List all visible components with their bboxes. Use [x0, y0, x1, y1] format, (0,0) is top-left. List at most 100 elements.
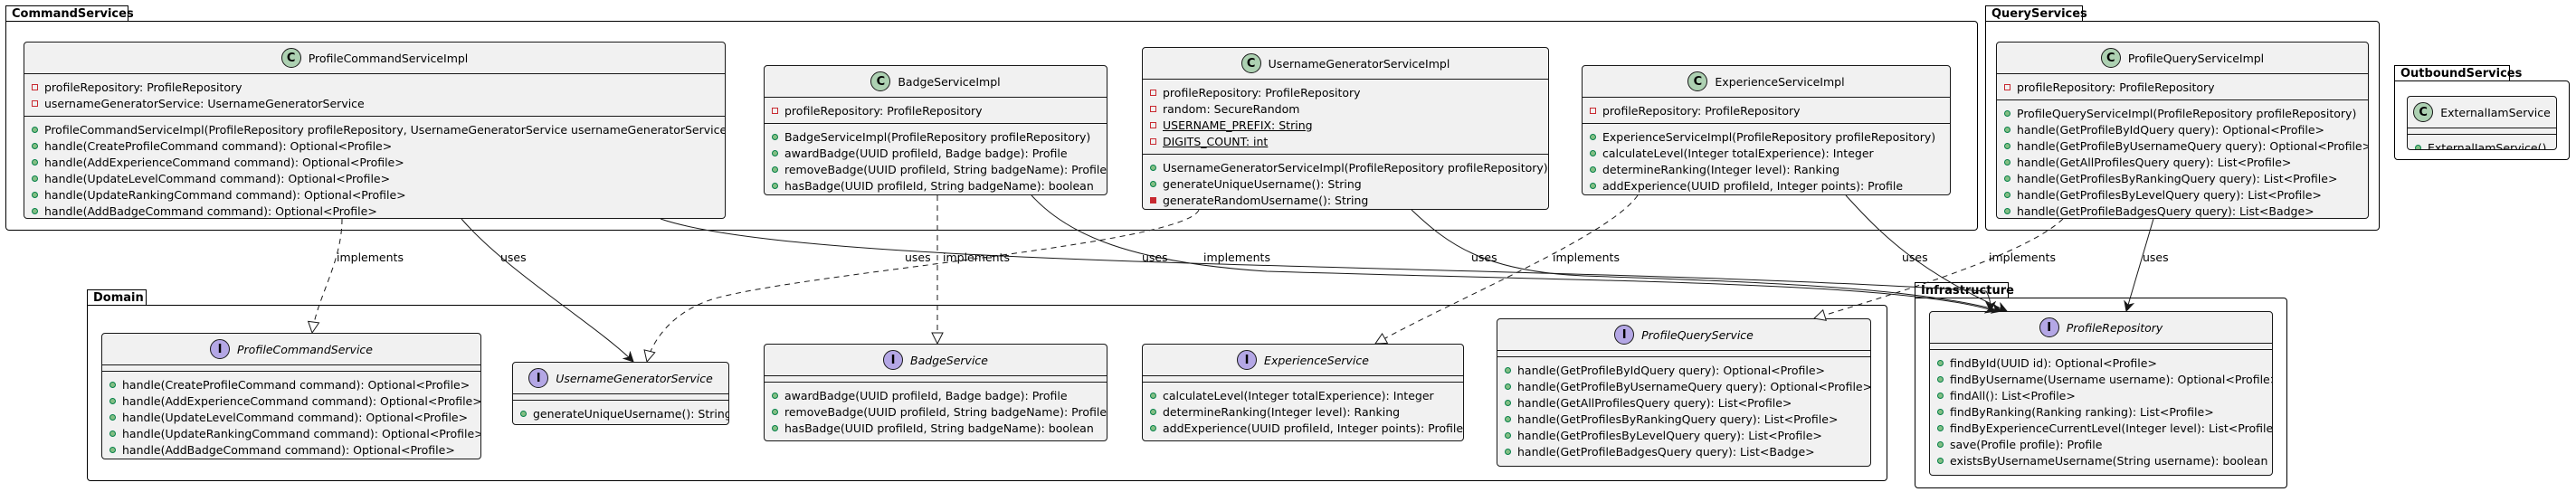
public-method-icon: [109, 430, 116, 437]
method: removeBadge(UUID profileId, String badge…: [784, 162, 1107, 176]
class-icon: C: [1240, 53, 1261, 73]
uses-label: uses: [905, 251, 931, 264]
public-method-icon: [772, 424, 778, 431]
public-method-icon: [32, 158, 38, 166]
public-method-icon: [2004, 109, 2010, 117]
method: existsByUsernameUsername(String username…: [1950, 453, 2268, 468]
public-method-icon: [1505, 383, 1511, 390]
uses-label: uses: [1142, 251, 1168, 264]
class-username-generator-service-impl[interactable]: C UsernameGeneratorServiceImpl profileRep…: [1142, 47, 1549, 210]
class-icon: C: [2100, 48, 2121, 68]
method: handle(UpdateLevelCommand command): Opti…: [122, 410, 469, 424]
uses-edge-experience-to-repo: [1845, 194, 2007, 311]
public-method-icon: [1590, 166, 1596, 173]
method: findById(UUID id): Optional<Profile>: [1950, 355, 2157, 370]
public-method-icon: [1150, 408, 1156, 415]
interface-icon: I: [883, 350, 903, 370]
interface-name: ProfileQueryService: [1641, 327, 1754, 342]
method: calculateLevel(Integer totalExperience):…: [1602, 146, 1874, 160]
field: profileRepository: ProfileRepository: [784, 103, 983, 118]
method: handle(GetProfileBadgesQuery query): Lis…: [1517, 444, 1815, 459]
public-method-icon: [1150, 424, 1156, 431]
method: generateUniqueUsername(): String: [533, 406, 729, 421]
class-badge-service-impl[interactable]: C BadgeServiceImpl profileRepository: Pro…: [764, 65, 1107, 195]
uses-label: uses: [500, 251, 527, 264]
class-icon: C: [1687, 71, 1708, 91]
private-field-icon: [1150, 121, 1156, 128]
class-profile-command-service-impl[interactable]: C ProfileCommandServiceImpl profileReposi…: [24, 42, 726, 219]
field: profileRepository: ProfileRepository: [44, 80, 242, 94]
package-tab-domain: Domain: [87, 289, 147, 306]
method: handle(UpdateRankingCommand command): Op…: [122, 426, 481, 440]
public-method-icon: [2004, 207, 2010, 214]
public-method-icon: [772, 149, 778, 156]
class-icon: C: [870, 71, 891, 91]
method: findByRanking(Ranking ranking): List<Pro…: [1950, 404, 2214, 419]
private-field-icon: [32, 99, 38, 107]
method: save(Profile profile): Profile: [1950, 437, 2103, 451]
class-name: ProfileCommandServiceImpl: [308, 51, 469, 65]
public-method-icon: [2415, 144, 2421, 149]
class-name: ExternalIamService: [2440, 105, 2551, 119]
public-method-icon: [1937, 424, 1944, 431]
public-method-icon: [1505, 415, 1511, 422]
uses-edge-username-to-repo: [1411, 209, 2001, 311]
public-method-icon: [520, 410, 527, 417]
public-method-icon: [772, 408, 778, 415]
private-field-icon: [772, 107, 778, 114]
field: random: SecureRandom: [1163, 101, 1300, 116]
implements-edge-profile-command: [312, 218, 343, 333]
interface-profile-query-service[interactable]: I ProfileQueryService handle(GetProfileBy…: [1497, 318, 1871, 467]
method: removeBadge(UUID profileId, String badge…: [784, 404, 1107, 419]
interface-icon: I: [1614, 325, 1635, 345]
interface-name: ProfileCommandService: [236, 342, 373, 356]
public-method-icon: [1590, 182, 1596, 189]
method: ProfileQueryServiceImpl(ProfileRepositor…: [2017, 106, 2357, 120]
public-method-icon: [109, 446, 116, 453]
package-tab-outbound-services: OutboundServices: [2394, 65, 2522, 81]
class-name: UsernameGeneratorServiceImpl: [1268, 56, 1450, 71]
field: profileRepository: ProfileRepository: [1163, 85, 1361, 99]
package-tab-command-services: CommandServices: [5, 5, 134, 22]
class-icon: C: [280, 48, 301, 68]
public-method-icon: [2004, 158, 2010, 166]
public-method-icon: [1150, 164, 1156, 171]
method: determineRanking(Integer level): Ranking: [1602, 162, 1840, 176]
public-method-icon: [32, 207, 38, 214]
method: handle(GetProfileByUsernameQuery query):…: [1517, 379, 1871, 393]
field: profileRepository: ProfileRepository: [1602, 103, 1801, 118]
method: BadgeServiceImpl(ProfileRepository profi…: [784, 129, 1091, 144]
method: handle(AddExperienceCommand command): Op…: [122, 393, 481, 408]
public-method-icon: [1937, 457, 1944, 464]
implements-edge-username: [647, 209, 1200, 362]
method: generateRandomUsername(): String: [1163, 193, 1369, 207]
public-method-icon: [1590, 133, 1596, 140]
method: handle(CreateProfileCommand command): Op…: [122, 377, 471, 392]
field: profileRepository: ProfileRepository: [2017, 80, 2215, 94]
private-field-icon: [1150, 89, 1156, 96]
public-method-icon: [1937, 408, 1944, 415]
public-method-icon: [2004, 126, 2010, 133]
method: calculateLevel(Integer totalExperience):…: [1163, 388, 1434, 402]
class-name: BadgeServiceImpl: [898, 74, 1001, 89]
interface-name: ProfileRepository: [2066, 320, 2163, 335]
public-method-icon: [109, 397, 116, 404]
class-icon: C: [2413, 102, 2434, 122]
public-method-icon: [32, 191, 38, 198]
public-method-icon: [1937, 392, 1944, 399]
public-method-icon: [32, 126, 38, 133]
method: handle(GetProfilesByLevelQuery query): L…: [1517, 428, 1822, 442]
uses-label: uses: [1471, 251, 1497, 264]
method: findByUsername(Username username): Optio…: [1950, 372, 2273, 386]
implements-edge-experience: [1375, 194, 1639, 344]
method: handle(GetProfileByUsernameQuery query):…: [2017, 138, 2369, 153]
private-field-icon: [1150, 105, 1156, 112]
